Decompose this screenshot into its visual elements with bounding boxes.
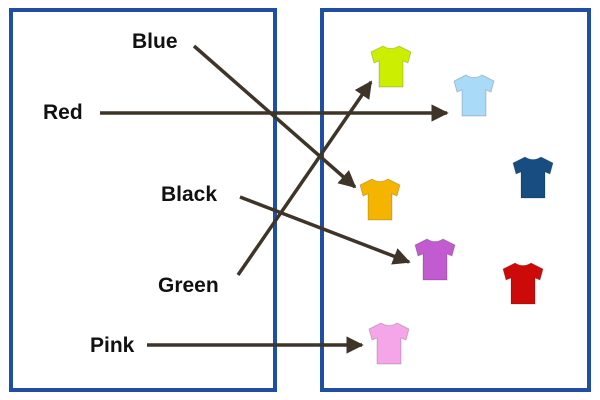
word-black[interactable]: Black [161, 183, 218, 206]
word-blue[interactable]: Blue [132, 30, 178, 53]
arrow-black-to-purple [239, 195, 411, 265]
tshirt-red[interactable] [498, 258, 548, 308]
tshirt-pink[interactable] [364, 318, 414, 368]
tshirt-purple[interactable] [410, 234, 460, 284]
arrow-blue-to-orange [192, 44, 357, 189]
tshirt-orange[interactable] [355, 174, 405, 224]
word-green[interactable]: Green [158, 274, 219, 297]
left-panel [9, 8, 277, 392]
word-red[interactable]: Red [43, 101, 83, 124]
tshirt-navy[interactable] [508, 152, 558, 202]
tshirt-lightblue[interactable] [449, 70, 499, 120]
right-panel [320, 8, 591, 392]
word-pink[interactable]: Pink [90, 334, 135, 357]
arrow-green-to-lime [236, 80, 373, 276]
tshirt-lime[interactable] [366, 41, 416, 91]
